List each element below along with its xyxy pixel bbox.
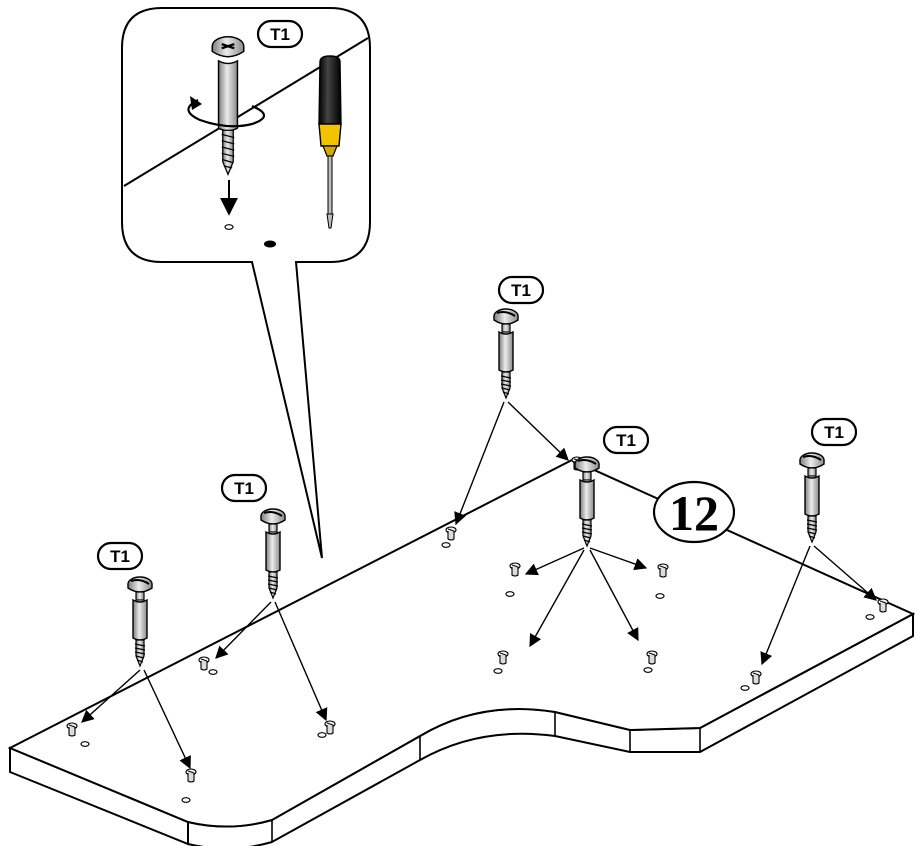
svg-text:12: 12 (669, 485, 719, 541)
detail-callout: T1 (121, 7, 371, 559)
bolt-group-5: T1 (760, 417, 877, 666)
part-label: T1 (96, 541, 144, 571)
bolt-group-2: T1 (215, 473, 328, 722)
svg-text:T1: T1 (824, 423, 844, 442)
part-label: T1 (256, 19, 304, 49)
step-number: 12 (652, 480, 736, 544)
cam-bolt-icon (211, 36, 245, 176)
bolt-group-4: T1 (524, 425, 650, 648)
bolt-group-1: T1 (81, 541, 191, 770)
cam-bolt-icon (493, 308, 519, 399)
svg-text:T1: T1 (616, 431, 636, 450)
rotate-arrow-icon (187, 96, 266, 128)
svg-text:T1: T1 (511, 281, 531, 300)
desk-panel (7, 458, 915, 846)
screwdriver-icon (318, 55, 342, 229)
panel-top-surface (7, 458, 915, 828)
svg-text:T1: T1 (234, 479, 254, 498)
svg-text:T1: T1 (270, 25, 290, 44)
part-label: T1 (810, 417, 858, 447)
part-label: T1 (497, 275, 545, 305)
cam-bolt-icon (260, 508, 286, 599)
bolt-group-3: T1 (454, 275, 569, 526)
cam-bolt-icon (127, 576, 153, 667)
part-label: T1 (602, 425, 650, 455)
cam-bolt-icon (799, 452, 825, 543)
svg-text:T1: T1 (110, 547, 130, 566)
part-label: T1 (220, 473, 268, 503)
